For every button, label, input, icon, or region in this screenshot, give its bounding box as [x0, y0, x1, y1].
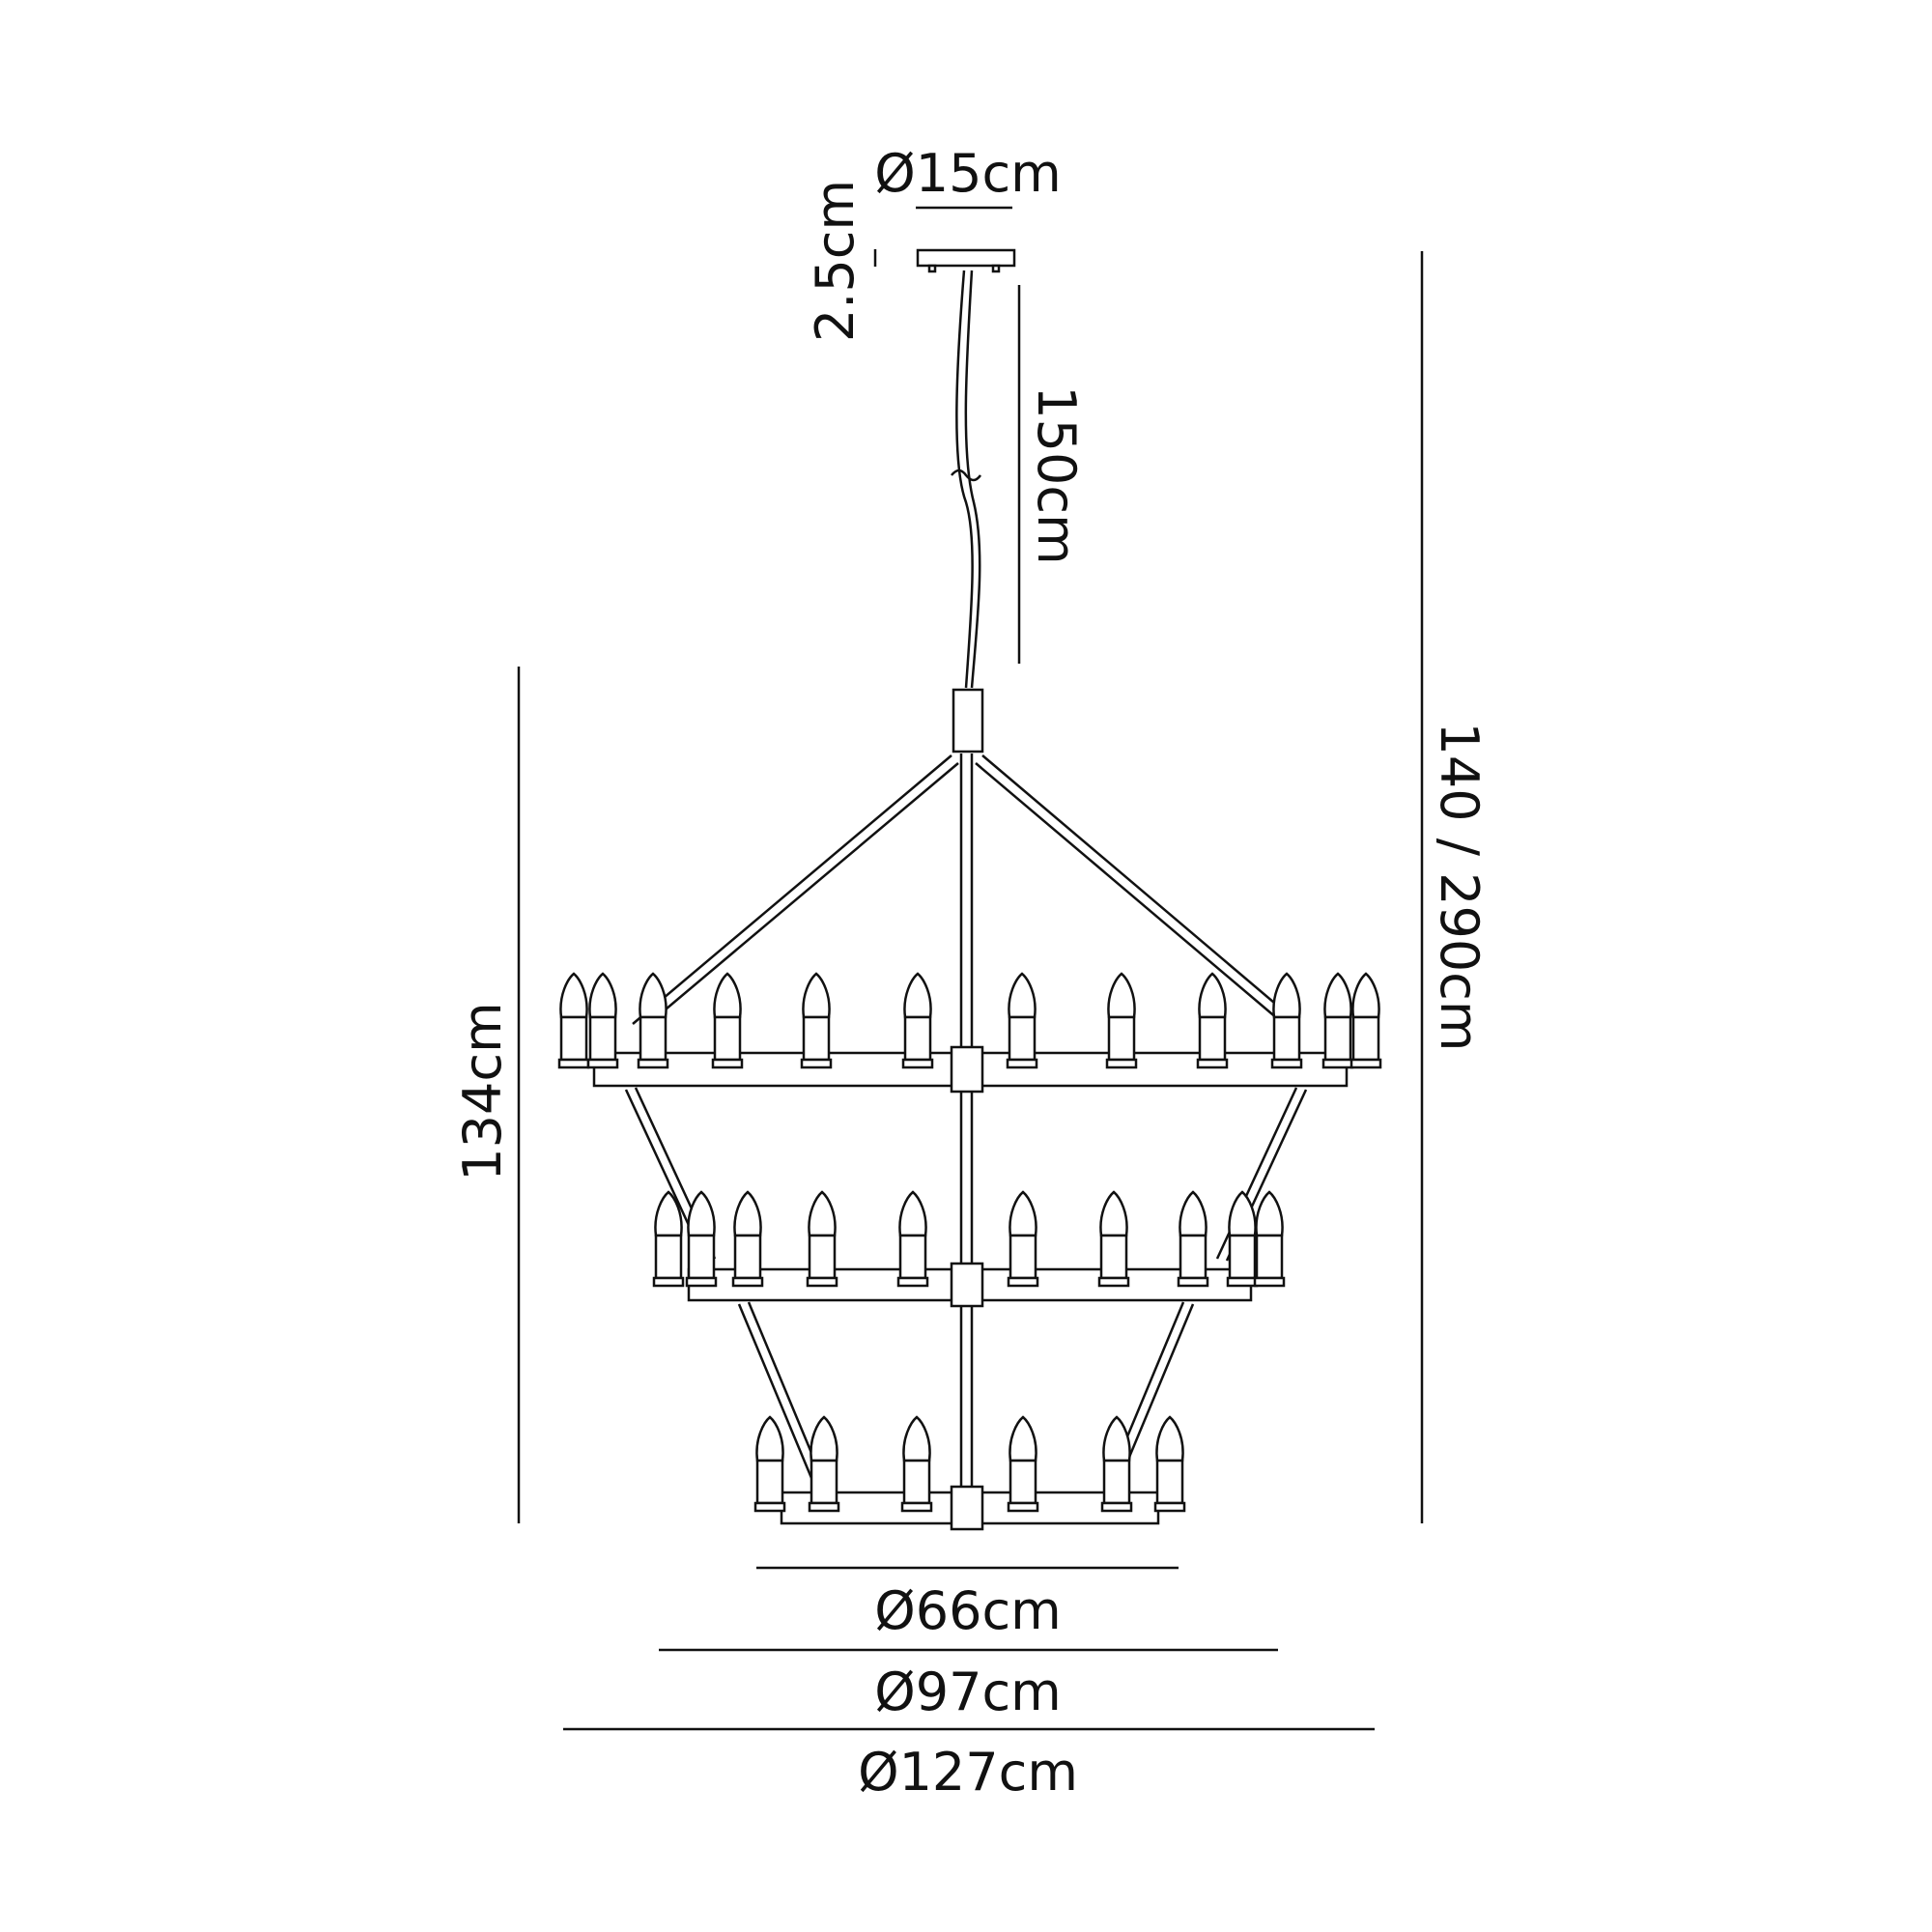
- bulb: [711, 972, 744, 1069]
- middle-tier-hub: [950, 1262, 984, 1308]
- bulb: [1270, 972, 1303, 1069]
- bulb: [731, 1190, 764, 1288]
- middle-tier: [652, 1190, 1286, 1308]
- bulb: [1196, 972, 1229, 1069]
- bulb: [557, 972, 590, 1069]
- canopy-height-label: 2.5cm: [805, 180, 866, 342]
- bulb: [901, 972, 934, 1069]
- bulb: [753, 1415, 786, 1513]
- bulb: [1350, 972, 1382, 1069]
- frame: [624, 688, 1308, 1492]
- bulb: [1177, 1190, 1209, 1288]
- top-tier-hub: [950, 1045, 984, 1094]
- bulb: [1153, 1415, 1186, 1513]
- bottom-tier-hub: [950, 1485, 984, 1531]
- canopy-diameter-label: Ø15cm: [874, 143, 1062, 204]
- bulb: [1006, 972, 1038, 1069]
- bulb: [1253, 1190, 1286, 1288]
- top-tier: [557, 972, 1382, 1094]
- top-tier-diameter-label: Ø127cm: [858, 1742, 1078, 1803]
- bulb: [586, 972, 619, 1069]
- bulb: [808, 1415, 840, 1513]
- overall-height-label: 140 / 290cm: [1429, 723, 1490, 1052]
- bulb: [1097, 1190, 1130, 1288]
- suspension-chain: [951, 270, 982, 689]
- bulb: [800, 972, 833, 1069]
- bulb: [1007, 1190, 1039, 1288]
- bulb: [1007, 1415, 1039, 1513]
- chain-length-label: 150cm: [1026, 385, 1087, 564]
- bulb: [652, 1190, 685, 1288]
- bulb: [1105, 972, 1138, 1069]
- bulb: [896, 1190, 929, 1288]
- bulb: [806, 1190, 838, 1288]
- body-height-label: 134cm: [452, 1002, 513, 1180]
- bulb: [1226, 1190, 1259, 1288]
- bottom-tier-diameter-label: Ø66cm: [874, 1580, 1062, 1641]
- canopy: [916, 248, 1016, 273]
- bottom-tier: [753, 1415, 1186, 1531]
- bulb: [1100, 1415, 1133, 1513]
- middle-tier-diameter-label: Ø97cm: [874, 1662, 1062, 1722]
- bulb: [637, 972, 669, 1069]
- bulb: [900, 1415, 933, 1513]
- bulb: [685, 1190, 718, 1288]
- bulb: [1321, 972, 1354, 1069]
